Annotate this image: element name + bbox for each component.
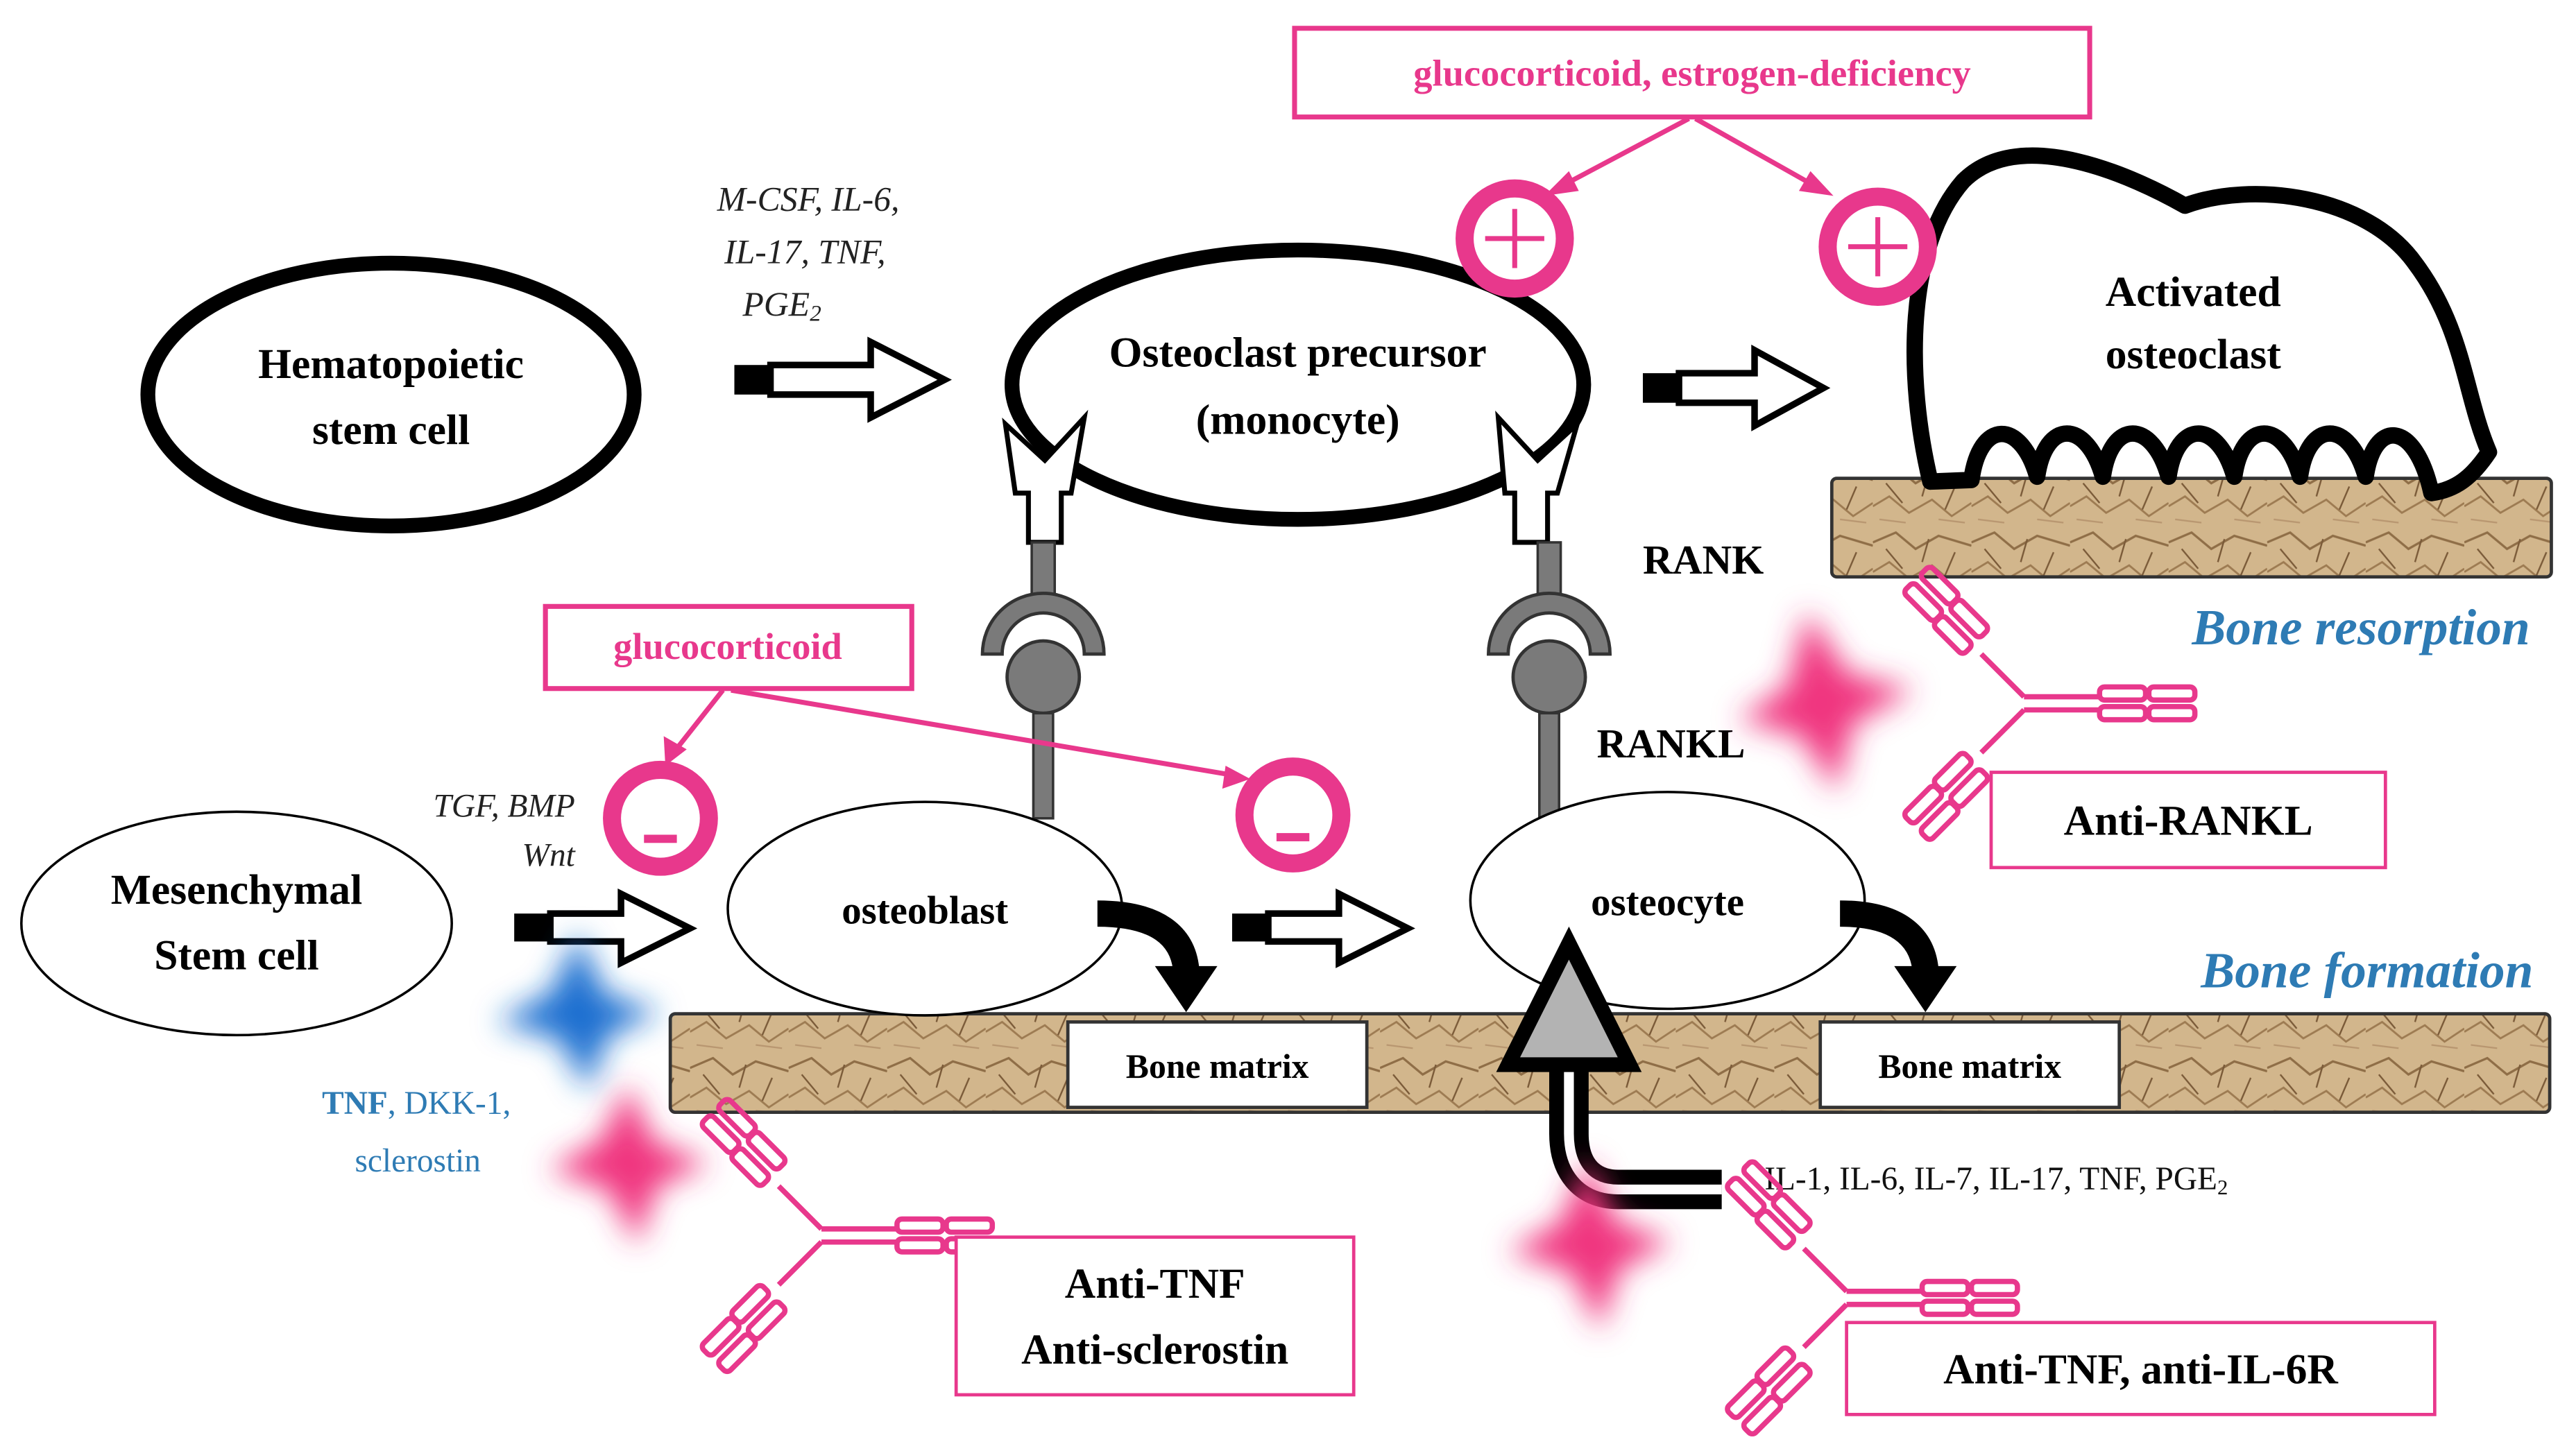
rank-label: RANK xyxy=(1643,537,1764,583)
precursor-label-2: (monocyte) xyxy=(1196,397,1400,444)
minus-circle-osteoblast xyxy=(603,760,718,876)
bone-matrix-box-1 xyxy=(1066,1020,1369,1109)
hsc-label-2: stem cell xyxy=(312,406,470,454)
precursor-label-1: Osteoclast precursor xyxy=(1109,329,1487,377)
arrow-msc-to-osteoblast xyxy=(514,888,698,968)
inhibitor-tnf: TNF xyxy=(322,1085,388,1122)
hematopoietic-stem-cell xyxy=(140,255,642,533)
activated-osteoclast xyxy=(1907,147,2498,501)
anti-tnf-label: Anti-TNF xyxy=(1065,1260,1245,1307)
inhibitor-sclerostin: sclerostin xyxy=(355,1143,480,1179)
bone-resorption-label: Bone resorption xyxy=(2191,599,2530,655)
minus-circle-osteocyte xyxy=(1235,757,1351,873)
svg-text:IL-1, IL-6, IL-7, IL-17,: IL-1, IL-6, IL-7, IL-17, TNF, PGE2 xyxy=(1764,1161,2228,1199)
rank-rankl-left xyxy=(980,409,1106,820)
bone-matrix-box-2 xyxy=(1818,1020,2122,1109)
bone-matrix-label-2: Bone matrix xyxy=(1878,1047,2061,1085)
svg-text:TNF, DKK-1,: TNF, DKK-1, xyxy=(322,1085,511,1122)
activated-label-2: osteoclast xyxy=(2106,331,2281,378)
pink-blob-il6r xyxy=(1508,1160,1673,1331)
mesenchymal-stem-cell xyxy=(20,810,453,1037)
hsc-factor-3-sub: 2 xyxy=(810,300,821,326)
arrow-hsc-to-precursor xyxy=(734,336,952,423)
plus-circle-activated xyxy=(1818,187,1937,306)
bone-matrix-label-1: Bone matrix xyxy=(1126,1047,1309,1085)
svg-text:PGE2: PGE2 xyxy=(742,285,821,326)
arrows-estrogen-to-plus xyxy=(1544,116,1834,196)
cytokines-sub: 2 xyxy=(2217,1176,2228,1199)
antibody-icon-tnf xyxy=(700,1097,992,1373)
arrow-osteoblast-to-matrix xyxy=(1097,900,1218,1013)
anti-sclerostin-label: Anti-sclerostin xyxy=(1021,1326,1288,1373)
anti-tnf-il6r-box xyxy=(1845,1321,2437,1416)
anti-rankl-box xyxy=(1989,771,2387,870)
rank-rankl-right xyxy=(1487,410,1612,820)
hsc-factor-1: M-CSF, IL-6, xyxy=(717,180,900,218)
arrow-precursor-to-activated xyxy=(1642,344,1831,431)
osteoclast-precursor xyxy=(1005,242,1592,527)
activated-label-1: Activated xyxy=(2106,268,2281,316)
osteocyte-label: osteocyte xyxy=(1591,881,1744,925)
cytokines-label: IL-1, IL-6, IL-7, IL-17, TNF, PGE xyxy=(1764,1161,2217,1197)
arrows-glucocorticoid-to-minus xyxy=(663,687,1251,789)
hsc-factor-2: IL-17, TNF, xyxy=(724,232,886,271)
rankl-label: RANKL xyxy=(1597,721,1746,766)
glucocorticoid-box xyxy=(543,603,914,692)
bone-strip-resorption xyxy=(1829,476,2553,579)
glucocorticoid-estrogen-label: glucocorticoid, estrogen-deficiency xyxy=(1413,52,1970,94)
plus-circle-precursor xyxy=(1456,179,1574,298)
hsc-label-1: Hematopoietic xyxy=(258,341,524,388)
glucocorticoid-estrogen-box xyxy=(1292,26,2092,120)
anti-rankl-label: Anti-RANKL xyxy=(2064,797,2313,844)
inhibitor-dkk1: , DKK-1, xyxy=(388,1085,511,1122)
msc-label-1: Mesenchymal xyxy=(111,866,362,913)
pink-blob-rankl xyxy=(1738,611,1914,792)
glucocorticoid-label: glucocorticoid xyxy=(613,625,842,667)
osteoblast-label: osteoblast xyxy=(842,888,1008,932)
blue-blob-inhibitor xyxy=(496,933,660,1091)
arrow-osteoblast-to-osteocyte xyxy=(1231,888,1415,968)
arrow-osteocyte-to-matrix xyxy=(1839,900,1957,1013)
msc-label-2: Stem cell xyxy=(154,932,319,979)
msc-factor-1: TGF, BMP xyxy=(433,788,574,824)
hsc-factor-3: PGE xyxy=(742,285,810,323)
bone-formation-label: Bone formation xyxy=(2200,943,2533,999)
msc-factor-2: Wnt xyxy=(522,837,577,873)
pink-blob-tnf xyxy=(548,1084,710,1246)
anti-tnf-il6r-label: Anti-TNF, anti-IL-6R xyxy=(1943,1346,2338,1393)
anti-tnf-sclerostin-box xyxy=(954,1235,1356,1397)
